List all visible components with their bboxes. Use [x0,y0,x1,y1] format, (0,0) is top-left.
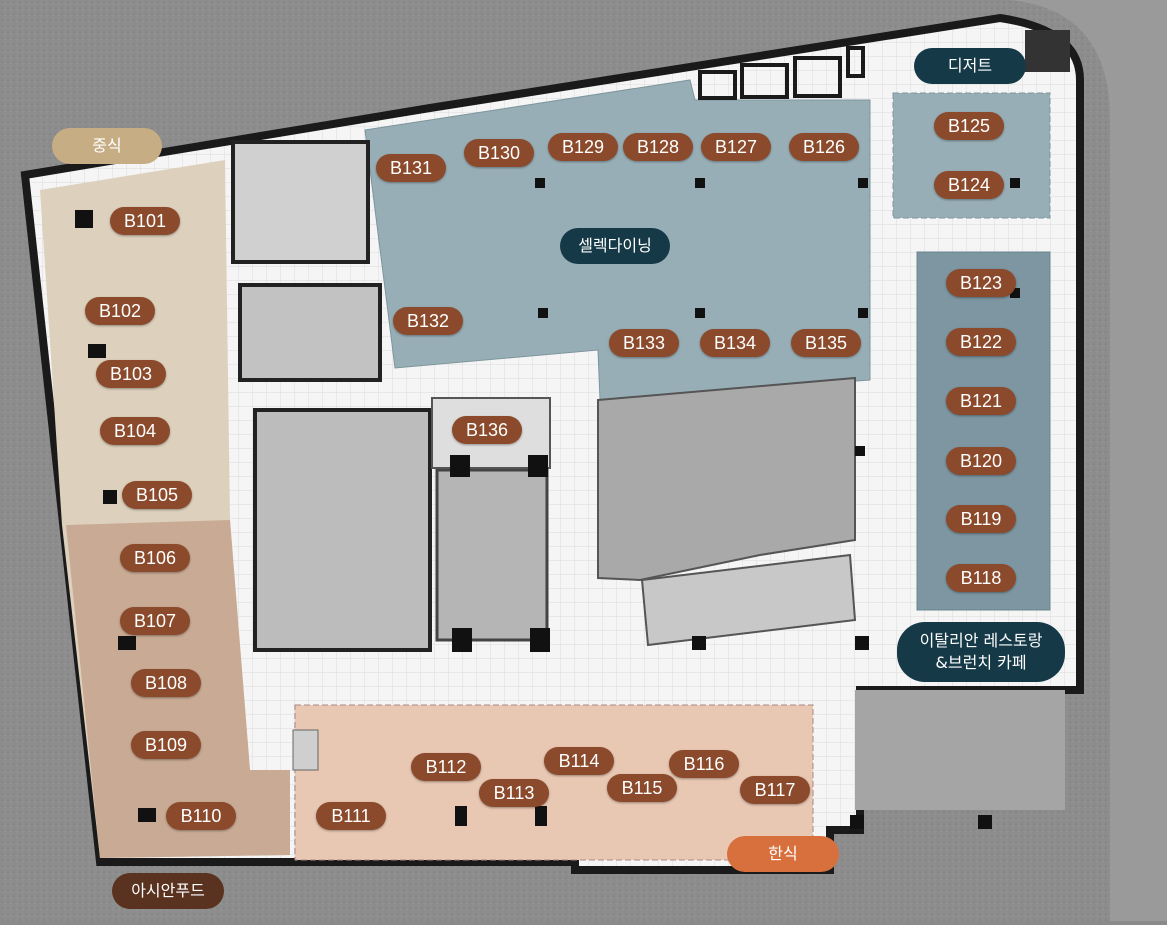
unit-b113[interactable]: B113 [479,779,549,807]
restroom-block [231,140,370,264]
zone-select-dining-label[interactable]: 셀렉다이닝 [560,228,670,264]
unit-b124[interactable]: B124 [934,171,1004,199]
top-structures [698,46,865,100]
unit-b106[interactable]: B106 [120,544,190,572]
zone-italian-line1: 이탈리안 레스토랑 [919,631,1043,650]
unit-b133[interactable]: B133 [609,329,679,357]
zone-italian-line2: &브런치 카페 [935,653,1027,672]
unit-b107[interactable]: B107 [120,607,190,635]
unit-b110[interactable]: B110 [166,802,236,830]
unit-b136[interactable]: B136 [452,416,522,444]
central-core [435,468,549,642]
area-italian [916,251,1051,611]
unit-b118[interactable]: B118 [946,564,1016,592]
zone-dessert-label[interactable]: 디저트 [914,48,1026,84]
unit-b119[interactable]: B119 [946,505,1016,533]
zone-asian-food-label[interactable]: 아시안푸드 [112,873,224,909]
unit-b117[interactable]: B117 [740,776,810,804]
unit-b127[interactable]: B127 [701,133,771,161]
lower-right-block [855,690,1065,810]
unit-b121[interactable]: B121 [946,387,1016,415]
unit-b129[interactable]: B129 [548,133,618,161]
unit-b114[interactable]: B114 [544,747,614,775]
zone-korean-label[interactable]: 한식 [727,836,839,872]
unit-b123[interactable]: B123 [946,269,1016,297]
outside-road-edge [1010,0,1167,921]
unit-b128[interactable]: B128 [623,133,693,161]
service-block [238,283,382,382]
unit-b108[interactable]: B108 [131,669,201,697]
zone-italian-label[interactable]: 이탈리안 레스토랑 &브런치 카페 [897,622,1065,682]
unit-b102[interactable]: B102 [85,297,155,325]
unit-b112[interactable]: B112 [411,753,481,781]
pillars [75,178,1020,829]
area-korean [294,704,814,861]
unit-b103[interactable]: B103 [96,360,166,388]
unit-b109[interactable]: B109 [131,731,201,759]
unit-b126[interactable]: B126 [789,133,859,161]
unit-b111[interactable]: B111 [316,802,386,830]
unit-b122[interactable]: B122 [946,328,1016,356]
stair-lower-left [292,729,319,771]
central-block [597,376,856,582]
unit-b130[interactable]: B130 [464,139,534,167]
unit-b125[interactable]: B125 [934,112,1004,140]
unit-b135[interactable]: B135 [791,329,861,357]
unit-b132[interactable]: B132 [393,307,463,335]
unit-b134[interactable]: B134 [700,329,770,357]
unit-b115[interactable]: B115 [607,774,677,802]
unit-b101[interactable]: B101 [110,207,180,235]
unit-b104[interactable]: B104 [100,417,170,445]
top-right-dark [1025,30,1070,72]
escalator [640,553,857,647]
unit-b131[interactable]: B131 [376,154,446,182]
unit-b105[interactable]: B105 [122,481,192,509]
core-left [253,408,432,652]
unit-b116[interactable]: B116 [669,750,739,778]
unit-b120[interactable]: B120 [946,447,1016,475]
zone-chinese-label[interactable]: 중식 [52,128,162,164]
